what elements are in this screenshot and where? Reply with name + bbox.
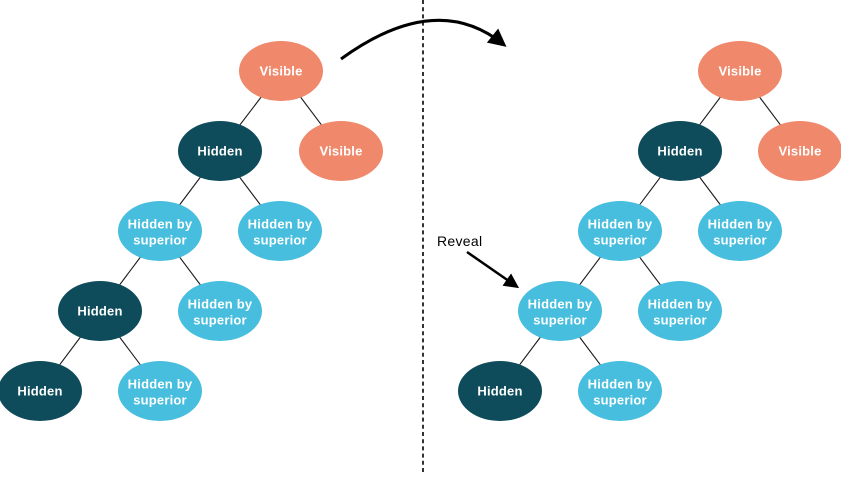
tree-node-hidden_by_superior — [638, 281, 722, 341]
node-label: Hidden — [657, 144, 702, 159]
tree-node-hidden_by_superior — [118, 201, 202, 261]
tree-node-visible — [698, 41, 782, 101]
tree-node-visible — [299, 121, 383, 181]
node-label: Visible — [778, 144, 821, 159]
tree-node-hidden_by_superior — [578, 361, 662, 421]
node-label: Visible — [319, 144, 362, 159]
node-label: Hidden — [77, 304, 122, 319]
tree-node-hidden_by_superior — [578, 201, 662, 261]
node-label: Hidden — [17, 384, 62, 399]
tree-node-hidden_by_superior — [698, 201, 782, 261]
node-label: Visible — [259, 64, 302, 79]
tree-node-hidden_by_superior — [118, 361, 202, 421]
tree-node-hidden — [58, 281, 142, 341]
tree-node-hidden_by_superior — [238, 201, 322, 261]
tree-node-hidden — [638, 121, 722, 181]
node-label: Visible — [718, 64, 761, 79]
node-label: Hidden — [477, 384, 522, 399]
tree-node-hidden — [0, 361, 82, 421]
tree-node-hidden — [178, 121, 262, 181]
tree-node-hidden — [458, 361, 542, 421]
reveal-arrow-icon — [466, 250, 520, 289]
reveal-label: Reveal — [437, 233, 482, 249]
tree-node-hidden_by_superior-revealed — [518, 281, 602, 341]
tree-node-visible — [758, 121, 841, 181]
transform-arrow-icon — [340, 18, 507, 61]
node-label: Hidden — [197, 144, 242, 159]
tree-node-visible — [239, 41, 323, 101]
tree-node-hidden_by_superior — [178, 281, 262, 341]
